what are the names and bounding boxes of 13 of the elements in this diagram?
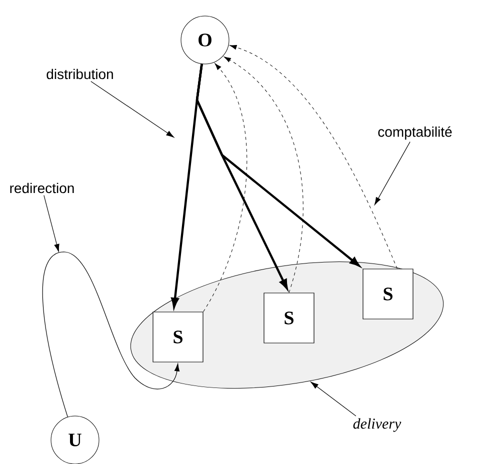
annotation-text: distribution bbox=[46, 68, 113, 80]
square-box: S bbox=[152, 312, 204, 362]
annotation-text: redirection bbox=[10, 182, 74, 194]
arrow bbox=[42, 252, 180, 418]
leader-line bbox=[90, 81, 174, 138]
annotation-text: delivery bbox=[353, 418, 402, 432]
square-box: S bbox=[362, 268, 414, 320]
leader-line bbox=[44, 195, 60, 252]
leader-line bbox=[374, 142, 410, 205]
circle-node: O bbox=[180, 16, 230, 64]
leader-line bbox=[310, 382, 356, 416]
square-box: S bbox=[264, 292, 314, 344]
annotation-text: comptabilité bbox=[378, 126, 452, 140]
